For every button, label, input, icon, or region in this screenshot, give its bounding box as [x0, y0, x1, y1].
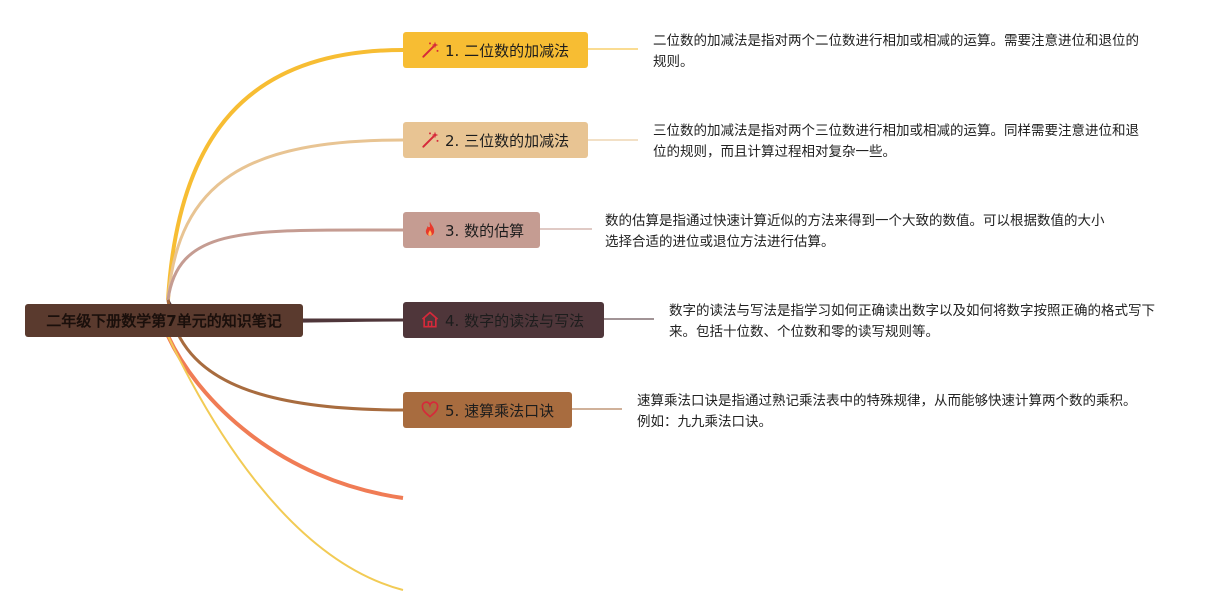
topic-estimation[interactable]: 3. 数的估算: [403, 212, 540, 248]
topic-three-digit-add-subtract[interactable]: 2. 三位数的加减法: [403, 122, 588, 158]
topic-description: 三位数的加减法是指对两个三位数进行相加或相减的运算。同样需要注意进位和退位的规则…: [653, 123, 1139, 160]
topic-description: 数字的读法与写法是指学习如何正确读出数字以及如何将数字按照正确的格式写下来。包括…: [669, 303, 1155, 340]
topic-label: 4. 数字的读法与写法: [445, 311, 585, 330]
topic-label: 1. 二位数的加减法: [445, 41, 570, 60]
branch-connector: [166, 48, 404, 301]
heart-icon: [419, 399, 441, 421]
topic-reading-writing-numbers[interactable]: 4. 数字的读法与写法: [403, 302, 604, 338]
topic-label: 5. 速算乘法口诀: [445, 401, 555, 420]
fire-icon: [419, 219, 441, 241]
root-topic-label: 二年级下册数学第7单元的知识笔记: [46, 312, 282, 330]
magic-wand-icon: [419, 129, 441, 151]
topic-label: 3. 数的估算: [445, 221, 525, 240]
root-topic[interactable]: 二年级下册数学第7单元的知识笔记: [25, 304, 303, 337]
branch-connector: [166, 228, 404, 301]
topic-multiplication-rhyme[interactable]: 5. 速算乘法口诀: [403, 392, 572, 428]
home-icon: [419, 309, 441, 331]
branch-connector: [166, 335, 404, 500]
topic-label: 2. 三位数的加减法: [445, 131, 570, 150]
branch-connector: [167, 335, 404, 591]
topic-two-digit-add-subtract[interactable]: 1. 二位数的加减法: [403, 32, 588, 68]
magic-wand-icon: [419, 39, 441, 61]
topic-description: 二位数的加减法是指对两个二位数进行相加或相减的运算。需要注意进位和退位的规则。: [653, 33, 1139, 70]
branch-connector: [166, 138, 404, 301]
topic-description: 数的估算是指通过快速计算近似的方法来得到一个大致的数值。可以根据数值的大小选择合…: [605, 213, 1105, 250]
topic-description: 速算乘法口诀是指通过熟记乘法表中的特殊规律，从而能够快速计算两个数的乘积。例如：…: [637, 393, 1137, 430]
